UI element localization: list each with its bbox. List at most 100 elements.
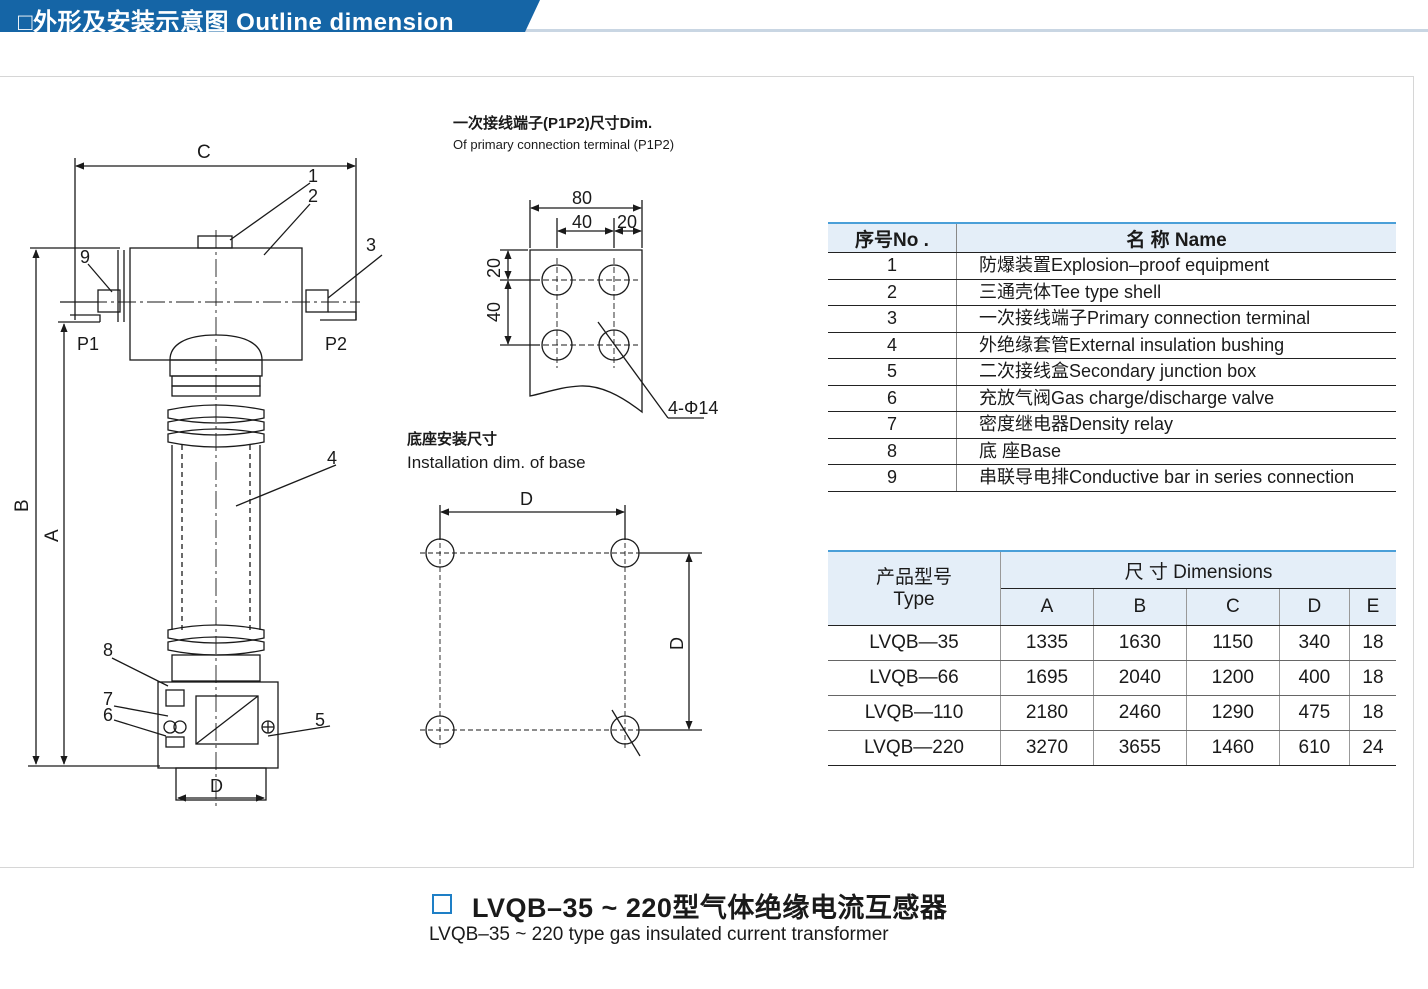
dim-d-cell: 400 bbox=[1279, 660, 1350, 696]
part-no: 4 bbox=[828, 332, 957, 359]
parts-table-header: 序号No . 名 称 Name bbox=[828, 223, 1396, 253]
terminal-dim-20-top: 20 bbox=[617, 212, 637, 232]
table-row: LVQB—110 2180 2460 1290 475 18 bbox=[828, 695, 1396, 731]
dim-c-cell: 1150 bbox=[1186, 625, 1280, 661]
dim-b-cell: 3655 bbox=[1093, 730, 1187, 766]
header-col-a: A bbox=[1000, 588, 1094, 626]
header-type-en: Type bbox=[893, 588, 935, 610]
caption-checkbox-icon bbox=[432, 894, 452, 914]
header-name: 名 称 Name bbox=[956, 223, 1396, 253]
part-name: 三通壳体Tee type shell bbox=[956, 279, 1396, 306]
table-row: LVQB—35 1335 1630 1150 340 18 bbox=[828, 625, 1396, 661]
dim-d-cell: 610 bbox=[1279, 730, 1350, 766]
callout-4: 4 bbox=[327, 448, 337, 468]
header-type: 产品型号 Type bbox=[828, 551, 1001, 626]
dim-a-cell: 3270 bbox=[1000, 730, 1094, 766]
part-name: 底 座Base bbox=[956, 438, 1396, 465]
part-no: 9 bbox=[828, 464, 957, 492]
base-dim-d-side: D bbox=[667, 637, 687, 650]
table-row: LVQB—220 3270 3655 1460 610 24 bbox=[828, 730, 1396, 766]
part-no: 3 bbox=[828, 305, 957, 333]
dim-a-label: A bbox=[42, 529, 63, 542]
header-col-e: E bbox=[1349, 588, 1396, 626]
part-name: 密度继电器Density relay bbox=[956, 411, 1396, 439]
section-title: □外形及安装示意图 Outline dimension bbox=[18, 9, 455, 36]
terminal-dim-80: 80 bbox=[572, 188, 592, 208]
caption-title-cn: LVQB–35 ~ 220型气体绝缘电流互感器 bbox=[472, 893, 948, 923]
dim-e-cell: 18 bbox=[1349, 695, 1396, 731]
callout-3: 3 bbox=[366, 235, 376, 255]
dim-d-cell: 340 bbox=[1279, 625, 1350, 661]
part-no: 8 bbox=[828, 438, 957, 465]
part-no: 6 bbox=[828, 385, 957, 412]
terminal-title-cn: 一次接线端子(P1P2)尺寸Dim. bbox=[453, 114, 652, 132]
type-cell: LVQB—35 bbox=[828, 625, 1001, 661]
dim-a-cell: 2180 bbox=[1000, 695, 1094, 731]
header-no: 序号No . bbox=[828, 223, 957, 253]
dimensions-table-header: 产品型号 Type 尺 寸 Dimensions bbox=[828, 551, 1396, 626]
dim-b-cell: 2460 bbox=[1093, 695, 1187, 731]
dim-b-cell: 1630 bbox=[1093, 625, 1187, 661]
dim-d-cell: 475 bbox=[1279, 695, 1350, 731]
part-name: 一次接线端子Primary connection terminal bbox=[956, 305, 1396, 333]
base-title-cn: 底座安装尺寸 bbox=[407, 430, 497, 448]
table-row: LVQB—66 1695 2040 1200 400 18 bbox=[828, 660, 1396, 696]
dim-b-label: B bbox=[12, 499, 33, 512]
callout-8: 8 bbox=[103, 640, 113, 660]
header-dimensions: 尺 寸 Dimensions bbox=[1000, 551, 1396, 589]
part-name: 充放气阀Gas charge/discharge valve bbox=[956, 385, 1396, 412]
header-col-d: D bbox=[1279, 588, 1350, 626]
drawing-frame bbox=[0, 76, 1414, 868]
part-name: 串联导电排Conductive bar in series connection bbox=[956, 464, 1396, 492]
dim-c-label: C bbox=[197, 142, 211, 163]
terminal-holes-label: 4-Φ14 bbox=[668, 398, 718, 418]
p2-label: P2 bbox=[325, 334, 347, 354]
part-no: 1 bbox=[828, 252, 957, 280]
p1-label: P1 bbox=[77, 334, 99, 354]
dim-a-cell: 1695 bbox=[1000, 660, 1094, 696]
header-col-b: B bbox=[1093, 588, 1187, 626]
part-no: 2 bbox=[828, 279, 957, 306]
dim-b-cell: 2040 bbox=[1093, 660, 1187, 696]
terminal-title-en: Of primary connection terminal (P1P2) bbox=[453, 137, 674, 152]
dim-c-cell: 1200 bbox=[1186, 660, 1280, 696]
dimensions-table: 产品型号 Type 尺 寸 Dimensions A B C D E LVQB—… bbox=[828, 550, 1396, 766]
dim-c-cell: 1460 bbox=[1186, 730, 1280, 766]
dim-c-cell: 1290 bbox=[1186, 695, 1280, 731]
dim-e-cell: 24 bbox=[1349, 730, 1396, 766]
dim-e-cell: 18 bbox=[1349, 660, 1396, 696]
terminal-dim-40-top: 40 bbox=[572, 212, 592, 232]
callout-6: 6 bbox=[103, 705, 113, 725]
caption-title-en: LVQB–35 ~ 220 type gas insulated current… bbox=[429, 924, 889, 945]
base-title-en: Installation dim. of base bbox=[407, 453, 586, 472]
terminal-dim-20-side: 20 bbox=[484, 258, 504, 278]
type-cell: LVQB—220 bbox=[828, 730, 1001, 766]
header-bar bbox=[0, 0, 1428, 32]
part-no: 7 bbox=[828, 411, 957, 439]
part-name: 外绝缘套管External insulation bushing bbox=[956, 332, 1396, 359]
dim-e-cell: 18 bbox=[1349, 625, 1396, 661]
callout-5: 5 bbox=[315, 710, 325, 730]
outline-drawing: C B A D P1 P2 1 2 3 4 5 6 7 8 9 一次接线端子(P… bbox=[12, 114, 718, 810]
part-name: 二次接线盒Secondary junction box bbox=[956, 358, 1396, 386]
dimensions-table-subheader: A B C D E bbox=[828, 588, 1396, 626]
base-dim-d-top: D bbox=[520, 489, 533, 509]
header-col-c: C bbox=[1186, 588, 1280, 626]
callout-2: 2 bbox=[308, 186, 318, 206]
part-name: 防爆装置Explosion–proof equipment bbox=[956, 252, 1396, 280]
type-cell: LVQB—66 bbox=[828, 660, 1001, 696]
header-type-cn: 产品型号 bbox=[875, 566, 952, 588]
callout-7: 7 bbox=[103, 689, 113, 709]
part-no: 5 bbox=[828, 358, 957, 386]
terminal-dim-40-side: 40 bbox=[484, 302, 504, 322]
callout-9: 9 bbox=[80, 247, 90, 267]
callout-1: 1 bbox=[308, 166, 318, 186]
